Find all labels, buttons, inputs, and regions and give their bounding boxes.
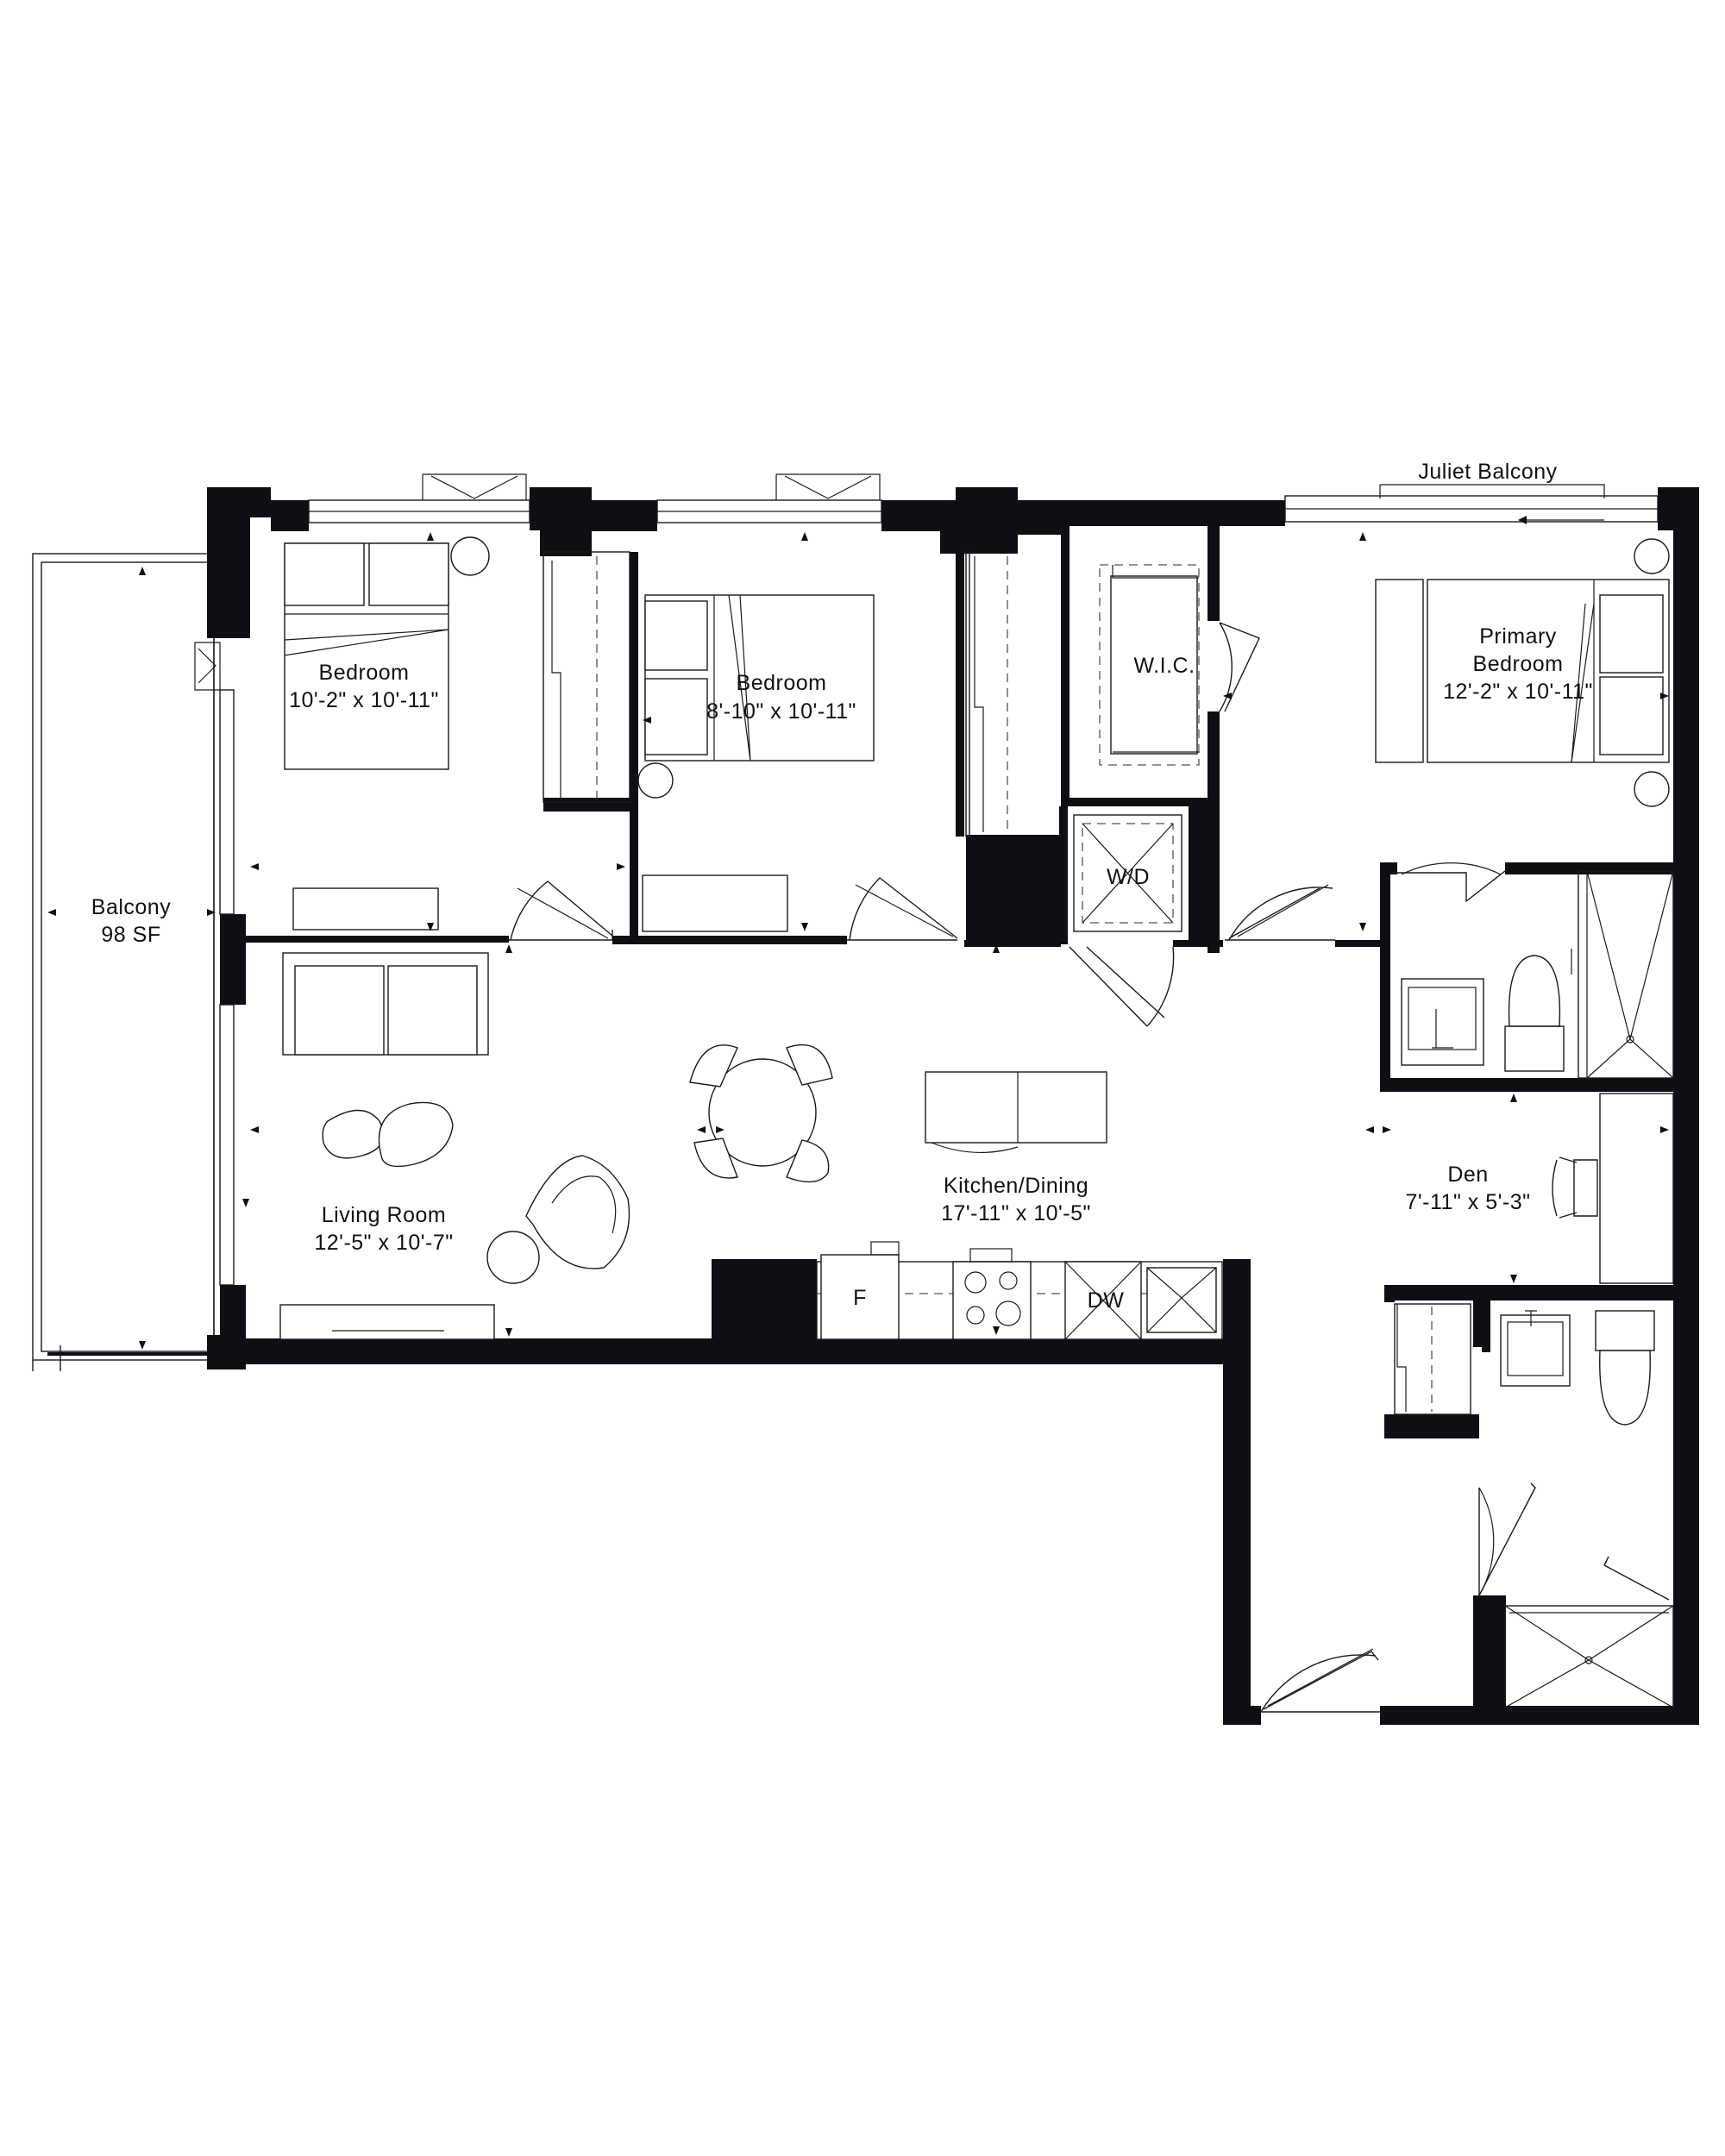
- laundry-label: W/D: [1107, 865, 1150, 889]
- kitchen-dining-label: Kitchen/Dining: [944, 1174, 1088, 1198]
- bedroom-middle-furniture: [637, 551, 1008, 932]
- primary-bedroom-label-1: Primary: [1479, 624, 1557, 649]
- dimension-arrows: [47, 532, 1669, 1350]
- bedroom-left-furniture: [284, 536, 630, 931]
- bedroom-left-label: Bedroom: [319, 661, 410, 685]
- den-label: Den: [1447, 1163, 1488, 1187]
- top-windows: [194, 473, 1659, 1286]
- wic-label: W.I.C.: [1133, 654, 1195, 678]
- den-dims: 7'-11" x 5'-3": [1405, 1190, 1530, 1214]
- dishwasher-label: DW: [1088, 1288, 1125, 1313]
- dining-furniture: [689, 1044, 1107, 1183]
- primary-bedroom-label-2: Bedroom: [1473, 652, 1564, 676]
- interior-walls: [246, 526, 1678, 1708]
- wic-furniture: [1099, 564, 1200, 766]
- fridge-label: F: [853, 1286, 867, 1310]
- kitchen-dining-dims: 17'-11" x 10'-5": [941, 1201, 1091, 1225]
- bedroom-middle-dims: 8'-10" x 10'-11": [706, 699, 856, 724]
- bedroom-left-dims: 10'-2" x 10'-11": [289, 688, 439, 712]
- balcony-area: 98 SF: [101, 923, 160, 947]
- ensuite-fixtures: [1401, 870, 1674, 1079]
- exterior-walls: [207, 487, 1699, 1725]
- juliet-balcony-label: Juliet Balcony: [1418, 460, 1557, 484]
- laundry-unit: [1073, 814, 1182, 932]
- balcony-area: [32, 553, 215, 1371]
- living-room-dims: 12'-5" x 10'-7": [314, 1231, 453, 1255]
- den-furniture: [1552, 1093, 1674, 1284]
- primary-bedroom-furniture: [1375, 538, 1670, 807]
- bath2-fixtures: [1394, 1303, 1674, 1708]
- kitchen-counter: [816, 1241, 1223, 1340]
- bedroom-middle-label: Bedroom: [737, 671, 827, 695]
- doors: [509, 622, 1670, 1713]
- balcony-label: Balcony: [91, 895, 171, 919]
- room-labels: Juliet Balcony Bedroom 10'-2" x 10'-11" …: [91, 460, 1593, 1313]
- living-room-label: Living Room: [322, 1203, 446, 1227]
- primary-bedroom-dims: 12'-2" x 10'-11": [1443, 680, 1593, 704]
- living-room-furniture: [279, 952, 630, 1340]
